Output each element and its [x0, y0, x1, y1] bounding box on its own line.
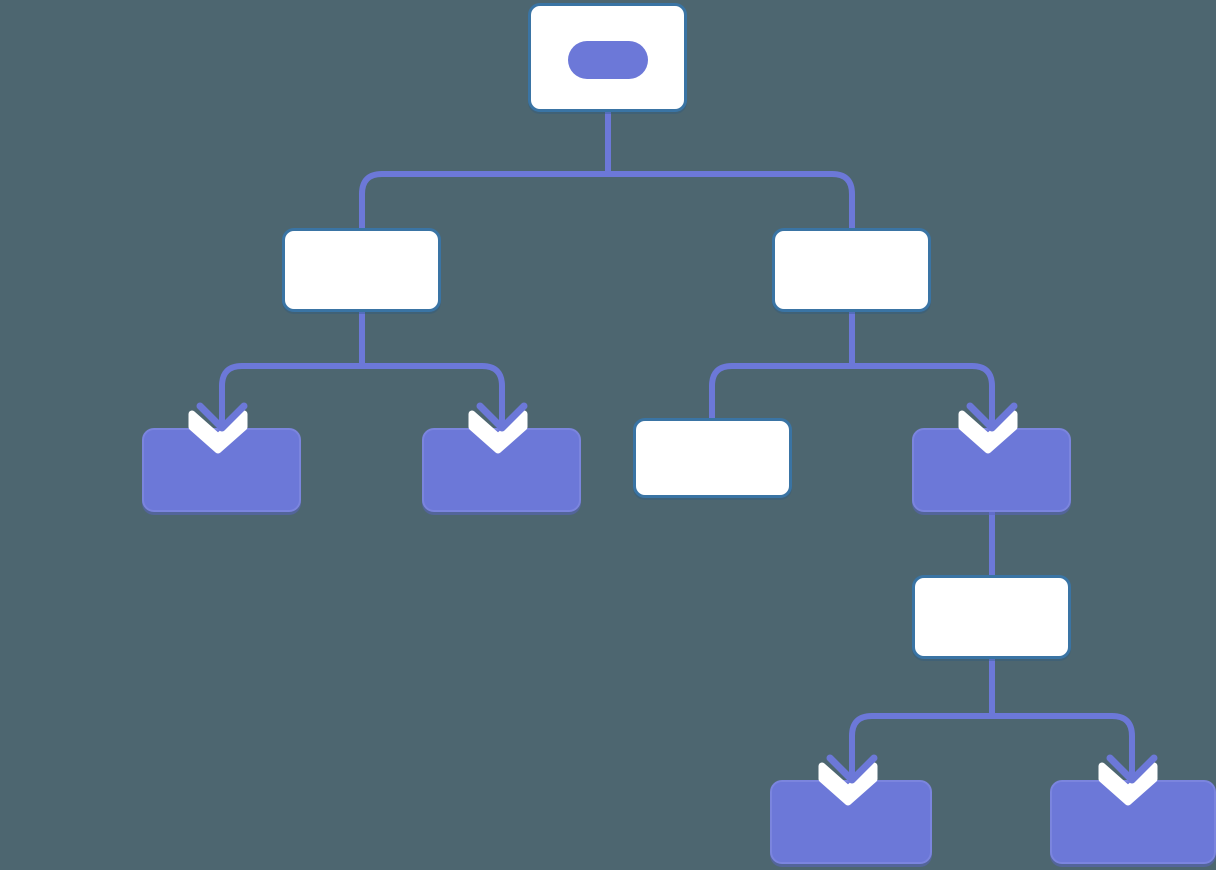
node-right-child-a[interactable] — [633, 418, 792, 498]
node-right-child-b[interactable] — [912, 428, 1071, 512]
node-leaf-bottom-a-label — [772, 782, 930, 862]
node-leaf-bottom-b[interactable] — [1050, 780, 1216, 864]
node-right-child-b-label — [914, 430, 1069, 510]
node-root[interactable] — [528, 3, 687, 112]
node-right-child-a-label — [636, 421, 789, 495]
node-leaf-left-a-label — [144, 430, 299, 510]
node-leaf-left-a[interactable] — [142, 428, 301, 512]
node-leaf-left-b[interactable] — [422, 428, 581, 512]
root-pill-icon — [568, 41, 648, 79]
node-right-sub-label — [915, 578, 1068, 656]
node-right-branch-label — [775, 231, 928, 309]
node-leaf-left-b-label — [424, 430, 579, 510]
node-right-sub[interactable] — [912, 575, 1071, 659]
node-left-branch-label — [285, 231, 438, 309]
node-right-branch[interactable] — [772, 228, 931, 312]
node-leaf-bottom-a[interactable] — [770, 780, 932, 864]
node-leaf-bottom-b-label — [1052, 782, 1214, 862]
node-left-branch[interactable] — [282, 228, 441, 312]
